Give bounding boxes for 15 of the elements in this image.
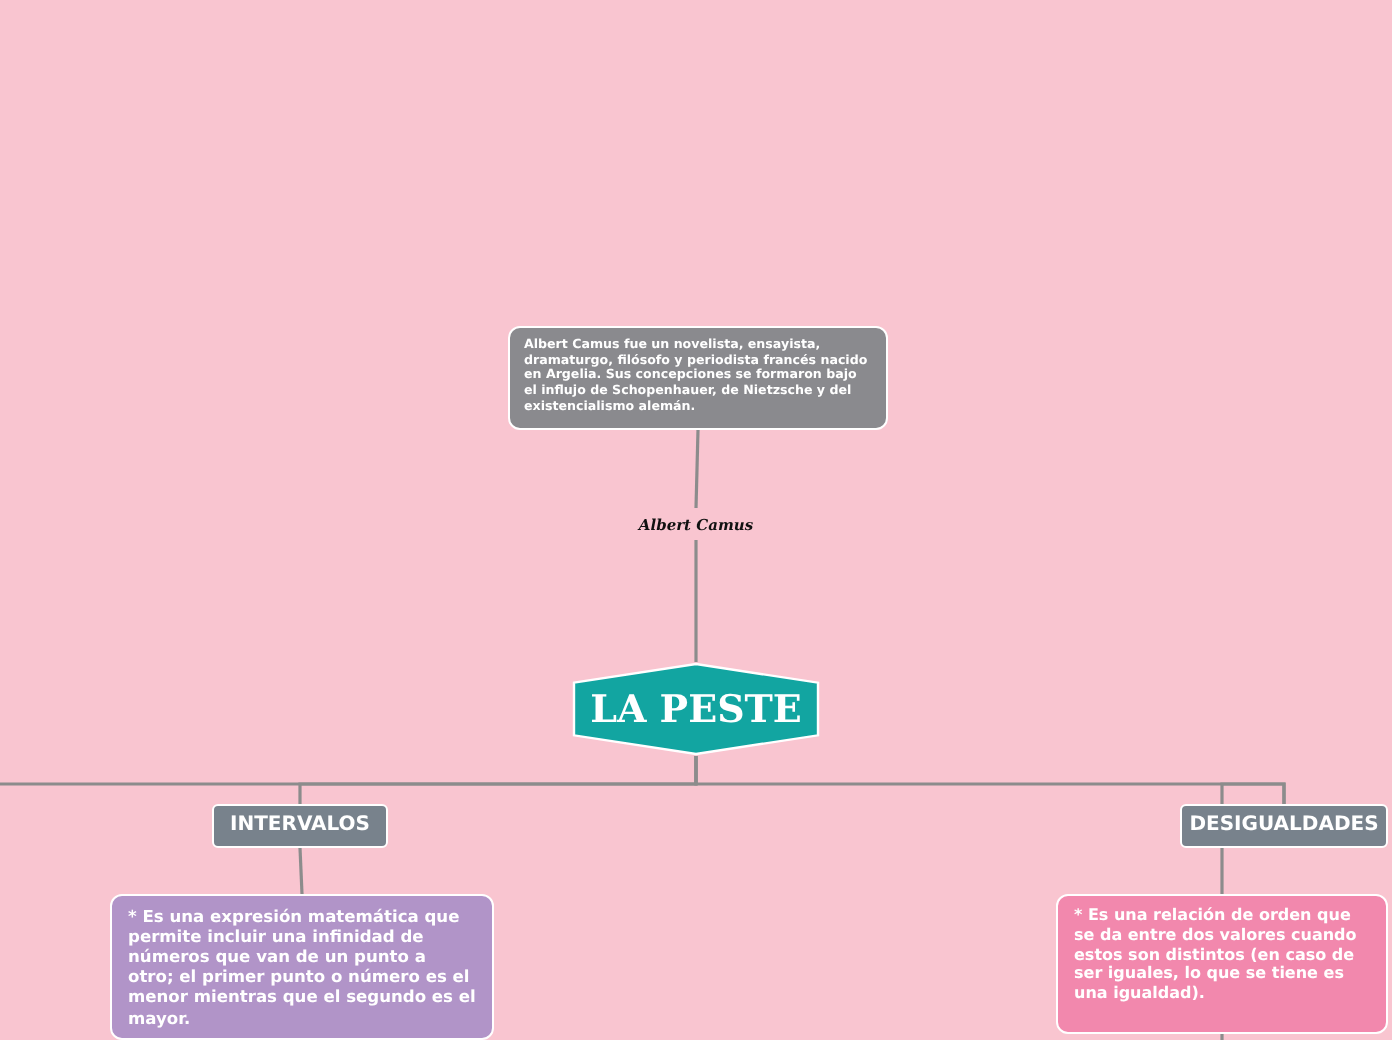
connector-line <box>694 540 698 662</box>
definition-box <box>1056 894 1388 1034</box>
topic-box <box>212 804 388 848</box>
definition-text: * Es una relación de orden que se da entre dos valores cuando estos son distintos (en caso de ser iguales, lo que se tiene es una igualdad). <box>1074 906 1359 1004</box>
central-title: LA PESTE <box>590 687 802 731</box>
topic-title: INTERVALOS <box>230 814 370 838</box>
connector-line <box>298 847 304 895</box>
connector-line <box>0 756 698 786</box>
topic-box <box>1180 804 1388 848</box>
definition-box <box>110 894 494 1040</box>
description-box <box>508 326 888 430</box>
connector-line <box>1220 1034 1224 1040</box>
connector-line <box>694 429 700 509</box>
topic-title: DESIGUALDADES <box>1189 814 1379 838</box>
definition-text: * Es una expresión matemática que permite incluir una infinidad de números que van de un punto a otro; el primer punto o número es el menor mientras que el segundo es el mayor. <box>128 906 476 1028</box>
